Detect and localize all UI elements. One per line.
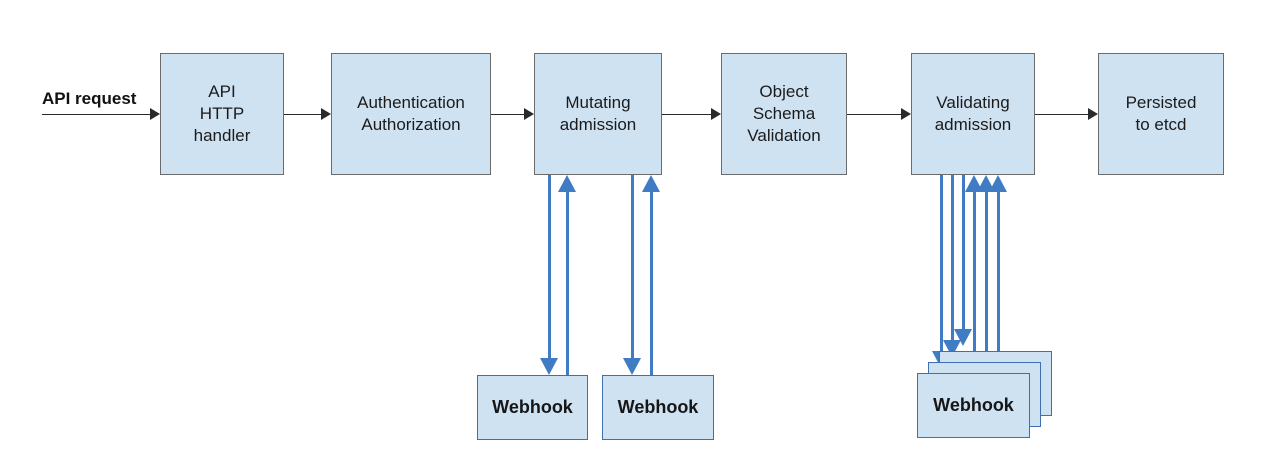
arrowhead-handler-to-auth (321, 108, 331, 120)
stage-authentication-authorization[interactable]: Authentication Authorization (331, 53, 491, 175)
webhook-box-mutating-1[interactable]: Webhook (477, 375, 588, 440)
arrowhead-mutating-webhook-1-up (558, 175, 576, 192)
arrowhead-schema-to-validating (901, 108, 911, 120)
stage-persisted-to-etcd[interactable]: Persisted to etcd (1098, 53, 1224, 175)
connector-schema-to-validating (847, 114, 901, 115)
entry-label: API request (42, 89, 137, 108)
shaft-validating-webhook-2-down (951, 175, 954, 342)
arrowhead-mutating-webhook-2-up (642, 175, 660, 192)
connector-mutating-to-schema (662, 114, 711, 115)
stage-object-schema-validation[interactable]: Object Schema Validation (721, 53, 847, 175)
stage-mutating-admission[interactable]: Mutating admission (534, 53, 662, 175)
shaft-validating-webhook-3-up (997, 192, 1000, 351)
connector-handler-to-auth (284, 114, 321, 115)
shaft-mutating-webhook-2-up (650, 192, 653, 375)
shaft-validating-webhook-1-up (973, 192, 976, 373)
shaft-validating-webhook-2-up (985, 192, 988, 362)
stage-api-http-handler[interactable]: API HTTP handler (160, 53, 284, 175)
arrowhead-validating-webhook-3-down (954, 329, 972, 346)
shaft-mutating-webhook-1-down (548, 175, 551, 360)
shaft-validating-webhook-1-down (940, 175, 943, 353)
arrowhead-auth-to-mutating (524, 108, 534, 120)
connector-entry-to-handler (42, 114, 150, 115)
connector-validating-to-etcd (1035, 114, 1088, 115)
arrowhead-mutating-webhook-1-down (540, 358, 558, 375)
shaft-mutating-webhook-1-up (566, 192, 569, 375)
arrowhead-mutating-to-schema (711, 108, 721, 120)
arrowhead-entry-to-handler (150, 108, 160, 120)
stage-validating-admission[interactable]: Validating admission (911, 53, 1035, 175)
webhook-box-validating-front[interactable]: Webhook (917, 373, 1030, 438)
arrowhead-mutating-webhook-2-down (623, 358, 641, 375)
webhook-box-mutating-2[interactable]: Webhook (602, 375, 714, 440)
shaft-validating-webhook-3-down (962, 175, 965, 331)
arrowhead-validating-to-etcd (1088, 108, 1098, 120)
connector-auth-to-mutating (491, 114, 524, 115)
shaft-mutating-webhook-2-down (631, 175, 634, 360)
arrowhead-validating-webhook-3-up (989, 175, 1007, 192)
